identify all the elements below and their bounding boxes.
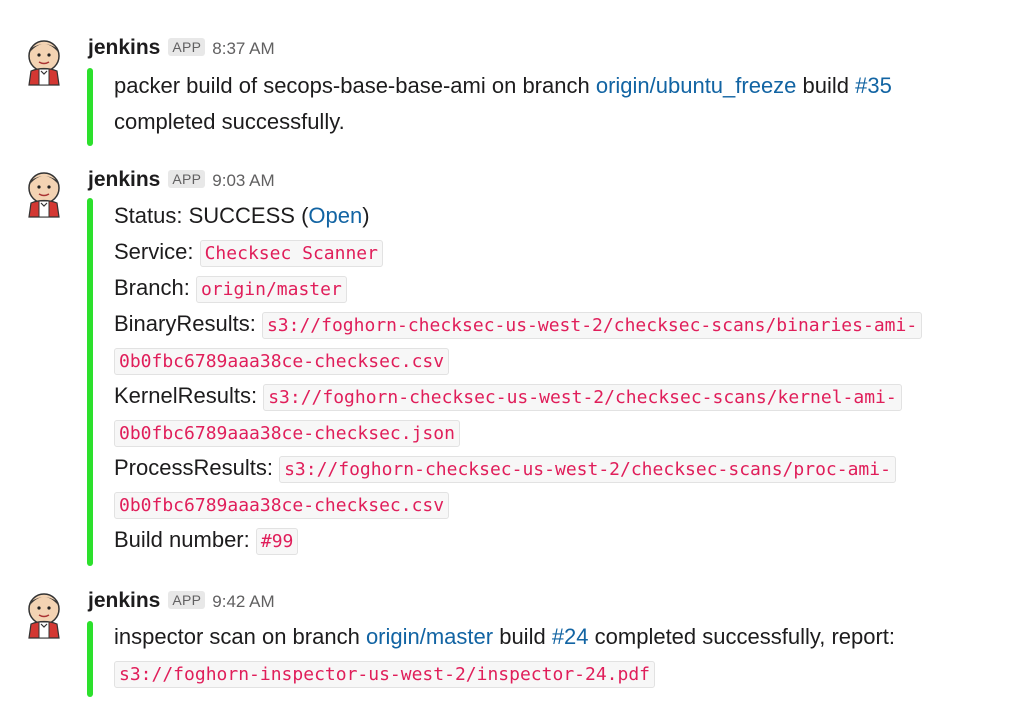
kernel-results-value-cont: 0b0fbc6789aaa38ce-checksec.json [114,420,460,447]
build-link[interactable]: #35 [855,73,892,98]
branch-link[interactable]: origin/ubuntu_freeze [595,73,797,98]
attachment-bar [87,621,93,697]
kernel-results-value: s3://foghorn-checksec-us-west-2/checksec… [263,384,902,411]
message-text: completed successfully, report: [588,624,896,649]
process-results-value-cont: 0b0fbc6789aaa38ce-checksec.csv [114,492,450,519]
timestamp[interactable]: 8:37 AM [212,39,275,58]
message-text: completed successfully. [114,109,345,134]
branch-link[interactable]: origin/master [365,624,494,649]
message-text: build [493,624,552,649]
jenkins-butler-icon[interactable] [22,38,66,86]
app-badge: APP [168,591,206,609]
open-link[interactable]: Open [308,203,363,228]
timestamp[interactable]: 9:03 AM [212,171,275,190]
field-label: BinaryResults: [114,311,262,336]
status-label: Status: SUCCESS ( [114,203,309,228]
message-body: packer build of secops-base-base-ami on … [114,68,1014,140]
app-badge: APP [168,170,206,188]
field-label: ProcessResults: [114,455,280,480]
build-link[interactable]: #24 [551,624,589,649]
build-number-value: #99 [255,528,299,555]
service-value: Checksec Scanner [199,240,383,267]
message: jenkins APP 8:37 AM packer build of seco… [0,36,1029,146]
attachment-bar [87,198,93,566]
jenkins-butler-icon[interactable] [22,591,66,639]
jenkins-butler-icon[interactable] [22,170,66,218]
attachment-bar [87,68,93,146]
author-name[interactable]: jenkins [88,36,161,59]
message-body: Status: SUCCESS (Open) Service: Checksec… [114,198,1014,558]
process-results-value: s3://foghorn-checksec-us-west-2/checksec… [279,456,896,483]
message: jenkins APP 9:42 AM inspector scan on br… [0,589,1029,699]
binary-results-value: s3://foghorn-checksec-us-west-2/checksec… [261,312,923,339]
message-text: packer build of secops-base-base-ami on … [114,73,596,98]
message-text: inspector scan on branch [114,624,366,649]
message: jenkins APP 9:03 AM Status: SUCCESS (Ope… [0,168,1029,568]
author-name[interactable]: jenkins [88,589,161,612]
field-label: Service: [114,239,200,264]
field-label: Build number: [114,527,256,552]
status-close: ) [362,203,370,228]
author-name[interactable]: jenkins [88,168,161,191]
app-badge: APP [168,38,206,56]
message-text: build [796,73,856,98]
field-label: Branch: [114,275,196,300]
branch-value: origin/master [195,276,347,303]
message-body: inspector scan on branch origin/master b… [114,619,1014,691]
report-path: s3://foghorn-inspector-us-west-2/inspect… [114,661,656,688]
field-label: KernelResults: [114,383,264,408]
binary-results-value-cont: 0b0fbc6789aaa38ce-checksec.csv [114,348,450,375]
timestamp[interactable]: 9:42 AM [212,592,275,611]
